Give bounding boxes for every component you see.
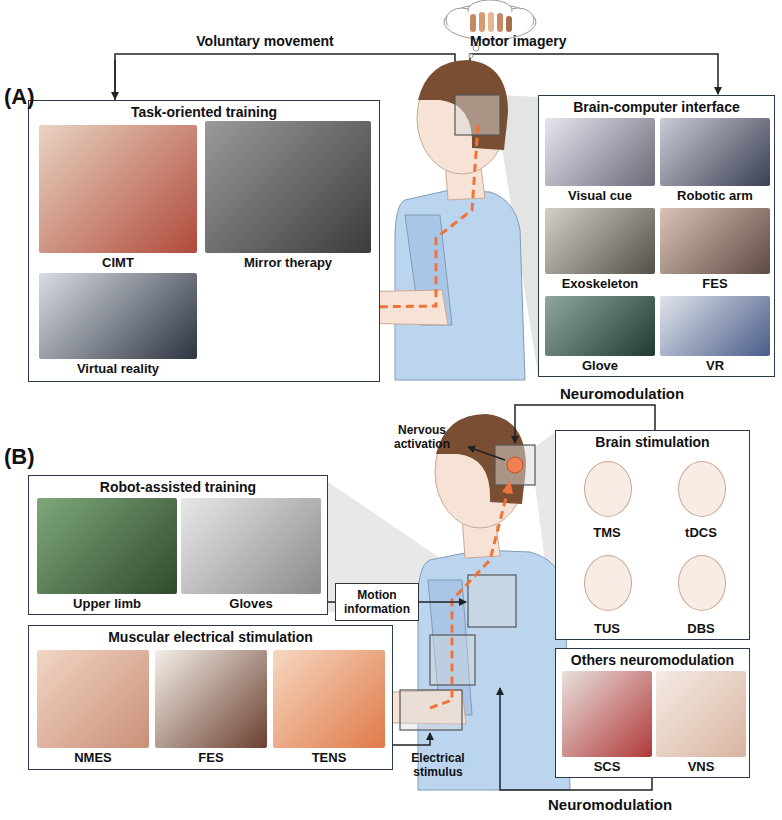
image-panel: Gloves	[181, 498, 321, 612]
image-panel: Robotic arm	[660, 118, 770, 204]
panel-caption: Gloves	[181, 596, 321, 612]
panel-caption: Mirror therapy	[205, 255, 371, 271]
panel-caption: FES	[155, 750, 267, 766]
photo-placeholder	[656, 545, 746, 619]
image-panel: NMES	[37, 650, 149, 766]
section-box: Robot-assisted trainingUpper limbGloves	[28, 475, 328, 615]
section-heading: Brain stimulation	[556, 434, 749, 450]
image-panel: Mirror therapy	[205, 121, 371, 271]
photo-placeholder	[562, 671, 652, 757]
image-panel: Upper limb	[37, 498, 177, 612]
image-panel: VR	[660, 296, 770, 374]
photo-placeholder	[656, 453, 746, 523]
panel-caption: DBS	[656, 621, 746, 637]
image-panel: CIMT	[39, 125, 197, 271]
section-heading: Brain-computer interface	[539, 99, 774, 115]
section-heading: Task-oriented training	[29, 104, 379, 120]
section-box: Others neuromodulationSCSVNS	[555, 648, 750, 778]
photo-placeholder	[181, 498, 321, 594]
photo-placeholder	[205, 121, 371, 253]
panel-caption: VNS	[656, 759, 746, 775]
arrow-line	[393, 733, 430, 745]
panel-caption: tDCS	[656, 525, 746, 541]
image-panel: TMS	[562, 453, 652, 541]
bracket-line	[115, 54, 455, 100]
image-panel: FES	[155, 650, 267, 766]
text-label: Neuromodulation	[548, 796, 688, 813]
photo-placeholder	[545, 118, 655, 186]
text-label: (A)	[4, 84, 48, 109]
box-text: Motion information	[336, 588, 418, 616]
head-sketch	[678, 555, 726, 611]
photo-placeholder	[660, 296, 770, 356]
image-panel: TENS	[273, 650, 385, 766]
photo-placeholder	[273, 650, 385, 748]
panel-caption: TUS	[562, 621, 652, 637]
bracket-line	[470, 54, 718, 95]
head-sketch	[678, 461, 726, 517]
section-box: Muscular electrical stimulationNMES FES TE…	[28, 625, 393, 770]
panel-caption: FES	[660, 276, 770, 292]
photo-placeholder	[37, 650, 149, 748]
photo-placeholder	[39, 273, 197, 359]
text-label: Neuromodulation	[560, 385, 700, 402]
panel-caption: NMES	[37, 750, 149, 766]
photo-placeholder	[562, 453, 652, 523]
section-heading: Others neuromodulation	[556, 652, 749, 668]
panel-caption: TENS	[273, 750, 385, 766]
section-heading: Muscular electrical stimulation	[29, 629, 392, 645]
panel-caption: Visual cue	[545, 188, 655, 204]
image-panel: VNS	[656, 671, 746, 775]
label-box: Motion information	[335, 583, 419, 621]
photo-placeholder	[155, 650, 267, 748]
photo-placeholder	[660, 208, 770, 274]
panel-caption: TMS	[562, 525, 652, 541]
image-panel: Glove	[545, 296, 655, 374]
panel-caption: Robotic arm	[660, 188, 770, 204]
text-label: Motor imagery	[470, 33, 600, 49]
text-label: (B)	[4, 444, 48, 469]
panel-caption: SCS	[562, 759, 652, 775]
image-panel: SCS	[562, 671, 652, 775]
panel-caption: CIMT	[39, 255, 197, 271]
section-box: Task-oriented trainingCIMT Mirror therapy…	[28, 100, 380, 382]
section-heading: Robot-assisted training	[29, 479, 327, 495]
panel-caption: Upper limb	[37, 596, 177, 612]
image-panel: DBS	[656, 545, 746, 637]
photo-placeholder	[656, 671, 746, 757]
image-panel: tDCS	[656, 453, 746, 541]
section-box: Brain stimulationTMStDCS TUSDBS	[555, 430, 750, 640]
photo-placeholder	[37, 498, 177, 594]
section-box: Brain-computer interfaceVisual cue Roboti…	[538, 95, 775, 377]
text-label: Nervous activation	[380, 424, 464, 452]
photo-placeholder	[545, 296, 655, 356]
head-sketch	[584, 555, 632, 611]
text-label: Electrical stimulus	[396, 752, 480, 780]
image-panel: Virtual reality	[39, 273, 197, 377]
image-panel: FES	[660, 208, 770, 292]
image-panel: Exoskeleton	[545, 208, 655, 292]
panel-caption: Exoskeleton	[545, 276, 655, 292]
photo-placeholder	[39, 125, 197, 253]
arrow-line	[468, 447, 505, 460]
image-panel: TUS	[562, 545, 652, 637]
panel-caption: Virtual reality	[39, 361, 197, 377]
photo-placeholder	[562, 545, 652, 619]
photo-placeholder	[660, 118, 770, 186]
panel-caption: Glove	[545, 358, 655, 374]
panel-caption: VR	[660, 358, 770, 374]
photo-placeholder	[545, 208, 655, 274]
arrow-line	[114, 60, 116, 99]
head-sketch	[584, 461, 632, 517]
thought-cloud	[444, 0, 536, 58]
image-panel: Visual cue	[545, 118, 655, 204]
text-label: Voluntary movement	[180, 33, 350, 49]
